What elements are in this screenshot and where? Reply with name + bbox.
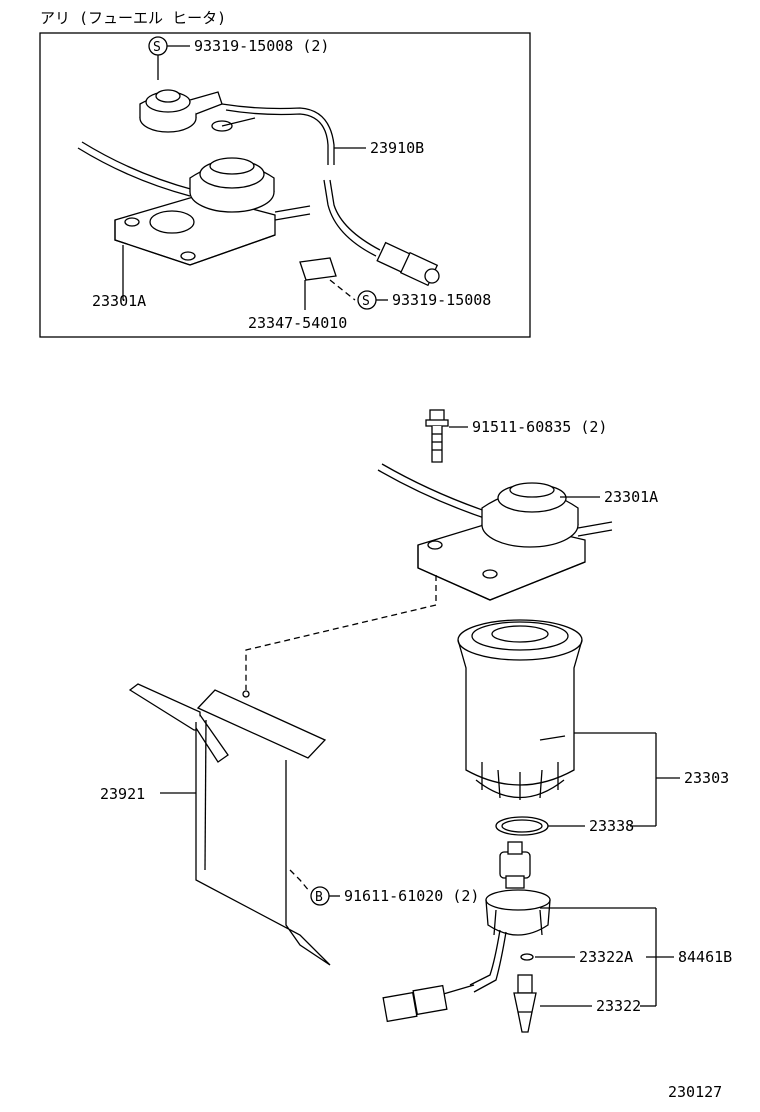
inset-housing: 23301A [77,141,311,310]
harness-label: 23910B [370,139,424,157]
screw-top-callout: S 93319-15008 (2) [148,36,329,80]
housing-bolt: 91511-60835 (2) [425,409,607,463]
main-housing: 23301A [377,463,658,601]
small-oring: 23322A 84461B [520,908,732,1006]
filter-oring: 23338 [495,816,656,836]
screw-top-prefix: S [153,40,161,55]
inset-frame [39,32,531,338]
sensor-set-label: 84461B [678,948,732,966]
element-label: 23303 [684,769,729,787]
screw-bottom-callout: S 93319-15008 [357,290,491,310]
bolt-label: 91511-60835 (2) [472,418,607,436]
main-housing-label: 23301A [604,488,658,506]
sensor-label: 23322 [596,997,641,1015]
sensor-plug: 23322 [513,974,656,1033]
clamp-label: 23347-54010 [248,314,347,332]
wire-harness: 23910B [221,103,440,287]
inset-housing-label: 23301A [92,292,146,310]
oring-label: 23338 [589,817,634,835]
bracket-label: 23921 [100,785,145,803]
bracket-bolt-prefix: B [315,890,323,905]
screw-bottom-part: 93319-15008 [392,291,491,309]
heater-switch [139,89,256,133]
housing-to-bracket-dash [245,575,437,690]
screw-top-part: 93319-15008 (2) [194,37,329,55]
mount-bracket: 23921 [100,683,331,966]
water-sensor [382,841,656,1023]
diagram-code: 230127 [668,1083,722,1101]
header-title: アリ (フューエル ヒータ) [40,9,226,27]
inset-clamp: 23347-54010 [248,257,356,332]
bracket-bolt-part: 91611-61020 (2) [344,887,479,905]
filter-element: 23303 [457,619,729,826]
bracket-bolt-callout: B 91611-61020 (2) [289,869,479,906]
screw-bottom-prefix: S [362,294,370,309]
small-oring-label: 23322A [579,948,633,966]
